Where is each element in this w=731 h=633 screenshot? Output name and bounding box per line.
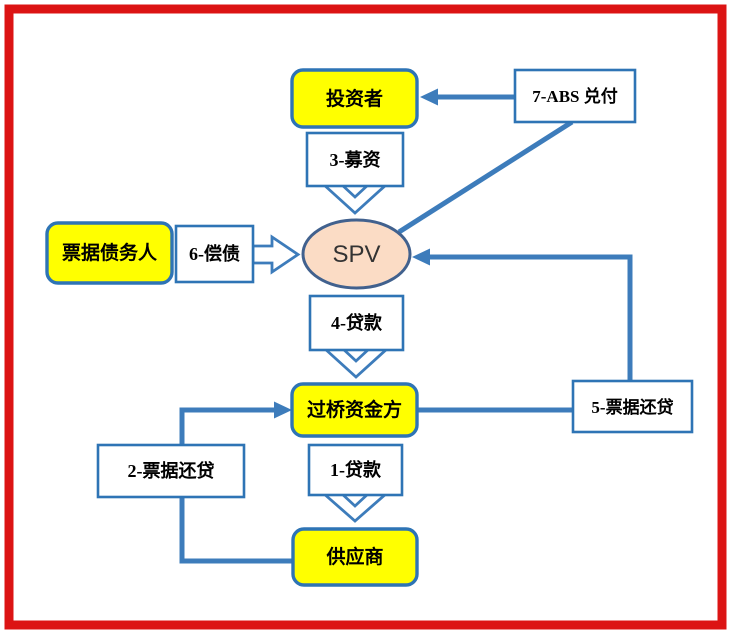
node-loan-1: 1-贷款 (307, 443, 404, 497)
node-bridge-fund: 过桥资金方 (290, 382, 419, 438)
node-note-repay-2: 2-票据还贷 (96, 443, 246, 499)
node-abs-payment: 7-ABS 兑付 (513, 68, 637, 124)
investor-box (290, 68, 419, 129)
node-supplier: 供应商 (291, 527, 419, 587)
supplier-label: 供应商 (325, 545, 383, 568)
node-note-debtor: 票据债务人 (45, 221, 174, 285)
right-block-arrow-icon (251, 234, 301, 275)
node-debt-repayment: 6-偿债 (174, 224, 255, 284)
spv-ellipse (301, 218, 412, 290)
bridge-fund-box (290, 382, 419, 438)
fundraising-label: 3-募资 (330, 149, 381, 170)
loan-4-box (308, 294, 405, 352)
bridge-fund-label: 过桥资金方 (307, 398, 402, 421)
loan-1-label: 1-贷款 (330, 459, 382, 480)
arrowhead-left-icon (420, 88, 438, 106)
node-loan-4: 4-贷款 (308, 294, 405, 352)
debt-repayment-label: 6-偿债 (189, 243, 240, 264)
arrowhead-right-icon (274, 401, 292, 419)
node-spv: SPV (301, 218, 412, 290)
debt-repayment-box (174, 224, 255, 284)
down-chevron-arrow-icon (319, 182, 391, 215)
note-debtor-label: 票据债务人 (62, 241, 158, 264)
node-investor: 投资者 (290, 68, 419, 129)
red-border-frame (4, 4, 727, 630)
node-fundraising: 3-募资 (305, 131, 405, 188)
abs-payment-label: 7-ABS 兑付 (532, 86, 617, 106)
loan-4-label: 4-贷款 (331, 312, 383, 333)
edge-note5-to-spv (429, 254, 633, 381)
note-debtor-box (45, 221, 174, 285)
note-repay-2-box (96, 443, 246, 499)
supplier-box (291, 527, 419, 587)
spv-label: SPV (332, 241, 380, 268)
investor-label: 投资者 (326, 87, 383, 110)
edge-spv-to-abs (397, 119, 574, 235)
arrowhead-left-icon (412, 248, 430, 266)
node-note-repay-5: 5-票据还贷 (571, 379, 694, 434)
note-repay-5-box (571, 379, 694, 434)
connectors (179, 88, 633, 564)
loan-1-box (307, 443, 404, 497)
down-chevron-arrow-icon (320, 346, 392, 379)
fundraising-box (305, 131, 405, 188)
note-repay-5-label: 5-票据还贷 (591, 397, 673, 417)
note-repay-2-label: 2-票据还贷 (128, 460, 215, 481)
abs-payment-box (513, 68, 637, 124)
down-chevron-arrow-icon (319, 491, 391, 523)
